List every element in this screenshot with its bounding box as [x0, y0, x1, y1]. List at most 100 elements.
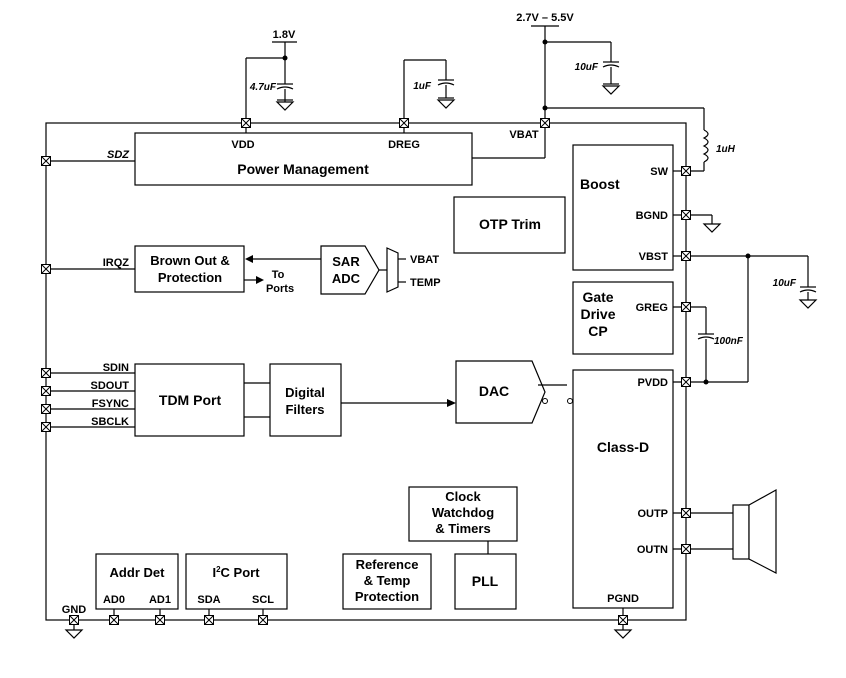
pin-marker: [41, 386, 51, 396]
pvdd-pin-label: PVDD: [637, 377, 668, 389]
brownout-line2: Protection: [158, 270, 222, 285]
sdin-pin-label: SDIN: [103, 362, 129, 374]
ref-line3: Protection: [355, 589, 419, 604]
pgnd-pin-label: PGND: [607, 593, 639, 605]
ad1-pin-label: AD1: [149, 594, 171, 606]
sar-line1: SAR: [332, 254, 360, 269]
gnd-pin-label: GND: [62, 604, 87, 616]
power-management-block: [134, 132, 473, 186]
sar-adc-block: [320, 245, 380, 295]
sw-pin-label: SW: [650, 166, 668, 178]
ground-icon: [702, 223, 722, 233]
ground-icon: [64, 629, 84, 639]
irqz-pin-label: IRQZ: [103, 257, 130, 269]
pin-marker: [540, 118, 550, 128]
otp-trim-title: OTP Trim: [479, 216, 541, 232]
ground-icon: [613, 629, 633, 639]
ref-line2: & Temp: [364, 573, 411, 588]
dreg-pin-label: DREG: [388, 139, 420, 151]
gate-line2: Drive: [580, 306, 615, 322]
class-d-title: Class-D: [597, 439, 649, 455]
clock-line1: Clock: [445, 489, 481, 504]
sda-pin-label: SDA: [197, 594, 220, 606]
sar-temp-label: TEMP: [410, 277, 441, 289]
i2c-port-title: I2C Port: [212, 565, 260, 580]
gate-drive-block: [572, 281, 674, 355]
mux-icon: [386, 247, 399, 293]
vdd-pin-label: VDD: [231, 139, 254, 151]
cap-10u-top-label: 10uF: [575, 62, 599, 73]
pin-marker: [69, 615, 79, 625]
pin-marker: [41, 368, 51, 378]
speaker-icon: [732, 488, 777, 574]
pin-marker: [618, 615, 628, 625]
pin-marker: [681, 377, 691, 387]
outn-pin-label: OUTN: [637, 544, 668, 556]
pin-marker: [109, 615, 119, 625]
gate-line3: CP: [588, 323, 607, 339]
to-ports-line1: To: [272, 269, 285, 281]
sdz-pin-label: SDZ: [107, 149, 130, 161]
scl-pin-label: SCL: [252, 594, 274, 606]
ref-line1: Reference: [356, 557, 419, 572]
sbclk-pin-label: SBCLK: [91, 416, 129, 428]
vbst-pin-label: VBST: [639, 251, 669, 263]
pin-marker: [241, 118, 251, 128]
sar-line2: ADC: [332, 271, 361, 286]
filters-line2: Filters: [285, 402, 324, 417]
pin-marker: [681, 210, 691, 220]
ground-icon: [798, 299, 818, 309]
pin-marker: [681, 544, 691, 554]
to-ports-line2: Ports: [266, 283, 294, 295]
boost-block: [572, 144, 674, 271]
pin-marker: [41, 156, 51, 166]
ground-icon: [275, 99, 295, 111]
pin-marker: [41, 422, 51, 432]
cap-10u-right-label: 10uF: [773, 278, 797, 289]
pin-marker: [155, 615, 165, 625]
addr-det-block: [95, 553, 179, 610]
reference-block: [342, 553, 432, 610]
cap-1u-label: 1uF: [413, 81, 432, 92]
inductor-icon: [702, 129, 709, 163]
dac-block: [455, 360, 546, 424]
dac-title: DAC: [479, 383, 509, 399]
vbat-pin-label: VBAT: [509, 129, 538, 141]
clock-line2: Watchdog: [432, 505, 494, 520]
addr-det-title: Addr Det: [110, 565, 166, 580]
pin-marker: [681, 251, 691, 261]
cap-4u7-label: 4.7uF: [249, 82, 277, 93]
clock-line3: & Timers: [435, 521, 490, 536]
fsync-pin-label: FSYNC: [92, 398, 129, 410]
sdout-pin-label: SDOUT: [91, 380, 130, 392]
otp-trim-block: [453, 196, 566, 254]
supply-1v8-label: 1.8V: [273, 29, 296, 41]
pin-marker: [399, 118, 409, 128]
pll-block: [454, 553, 517, 610]
clock-watchdog-block: [408, 486, 518, 542]
greg-pin-label: GREG: [636, 302, 668, 314]
brownout-block: [134, 245, 245, 293]
digital-filters-block: [269, 363, 342, 437]
ad0-pin-label: AD0: [103, 594, 125, 606]
pll-title: PLL: [472, 573, 499, 589]
pin-markers: [41, 118, 691, 625]
inductor-label: 1uH: [716, 144, 736, 155]
pin-marker: [41, 264, 51, 274]
cap-100n-label: 100nF: [714, 336, 744, 347]
filters-line1: Digital: [285, 385, 325, 400]
pin-marker: [681, 302, 691, 312]
pin-marker: [681, 166, 691, 176]
boost-title: Boost: [580, 176, 620, 192]
class-d-block: [572, 369, 674, 609]
pin-marker: [204, 615, 214, 625]
ground-icon: [601, 83, 621, 95]
supply-range-label: 2.7V – 5.5V: [516, 12, 574, 24]
tdm-port-title: TDM Port: [159, 392, 222, 408]
tdm-port-block: [134, 363, 245, 437]
brownout-line1: Brown Out &: [150, 253, 229, 268]
power-management-title: Power Management: [237, 161, 369, 177]
outp-pin-label: OUTP: [637, 508, 668, 520]
sar-vbat-label: VBAT: [410, 254, 439, 266]
